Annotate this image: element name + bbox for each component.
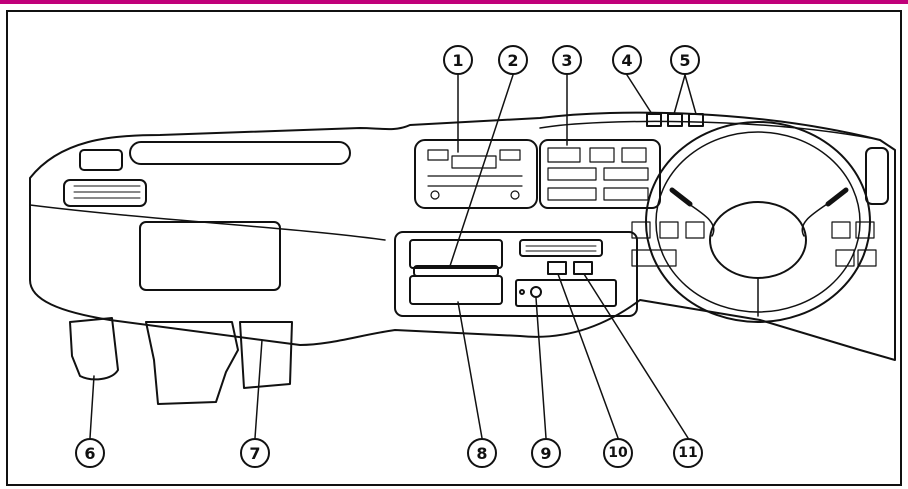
dash-lower-contour — [29, 204, 386, 241]
top-accent-bar — [0, 0, 908, 4]
callout-10: 10 — [603, 438, 633, 468]
socket-9 — [530, 286, 542, 298]
switch-10 — [547, 261, 567, 275]
storage-upper — [409, 239, 503, 269]
left-side-vent — [63, 179, 147, 207]
heater-unit — [145, 321, 239, 405]
center-vent — [519, 239, 603, 257]
callout-2: 2 — [498, 45, 528, 75]
dashboard-outline — [29, 111, 896, 361]
callout-9: 9 — [531, 438, 561, 468]
indicator-lamp-4 — [646, 113, 662, 127]
callout-1: 1 — [443, 45, 473, 75]
accessory-socket-area — [515, 279, 617, 307]
audio-panel — [414, 139, 538, 209]
left-upper-vent — [79, 149, 123, 171]
indicator-lamp-5b — [688, 113, 704, 127]
callout-6: 6 — [75, 438, 105, 468]
callout-3: 3 — [552, 45, 582, 75]
callout-11: 11 — [673, 438, 703, 468]
diagram-frame — [6, 10, 902, 486]
center-lower-console — [394, 231, 638, 317]
duct-unit — [239, 321, 293, 389]
indicator-lamp-5a — [667, 113, 683, 127]
right-side-vent — [865, 147, 889, 205]
switch-11 — [573, 261, 593, 275]
steering-hub — [709, 201, 807, 279]
callout-7: 7 — [240, 438, 270, 468]
callout-4: 4 — [612, 45, 642, 75]
meter-hood — [539, 120, 871, 139]
callout-8: 8 — [467, 438, 497, 468]
glove-box — [139, 221, 281, 291]
defroster-slot — [129, 141, 351, 165]
cup-slot — [413, 265, 499, 277]
callout-5: 5 — [670, 45, 700, 75]
left-lower-part — [69, 317, 119, 381]
climate-panel — [539, 139, 661, 209]
storage-lower — [409, 275, 503, 305]
